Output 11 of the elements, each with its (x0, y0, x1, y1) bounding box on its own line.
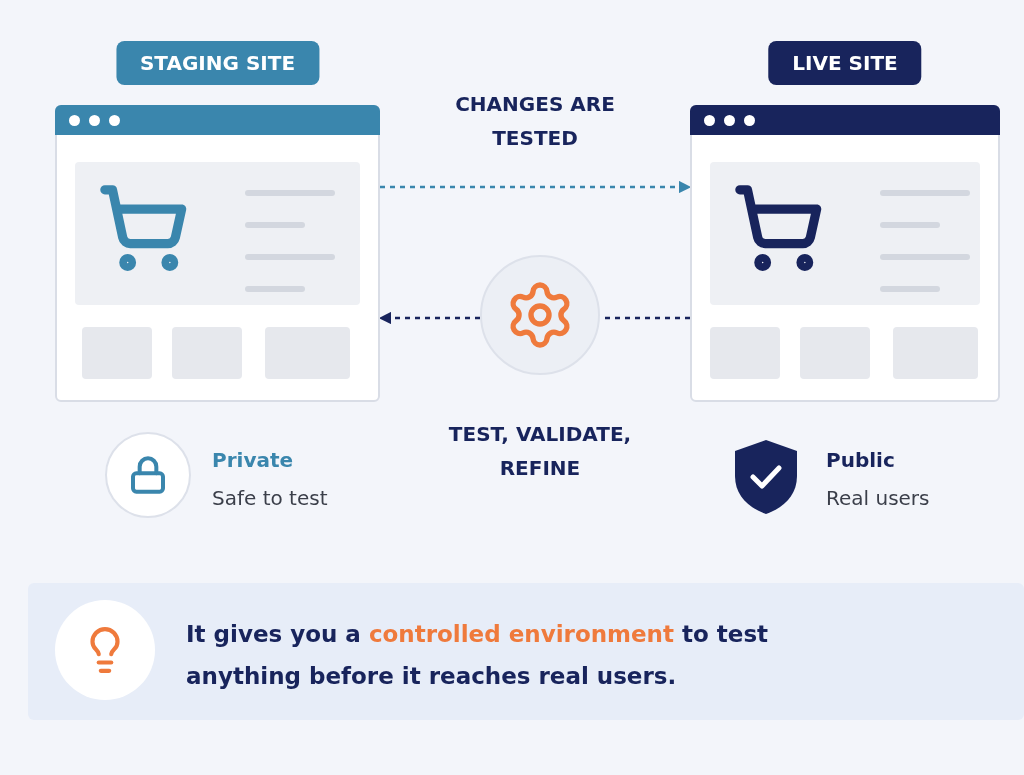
status-note: Safe to test (212, 486, 328, 510)
dashed-arrow (378, 311, 480, 325)
site-heading: LIVE SITE (768, 41, 922, 85)
site-heading: STAGING SITE (115, 41, 320, 85)
dashed-arrow (380, 180, 692, 194)
status-note: Real users (826, 486, 930, 510)
tip-banner (28, 583, 1024, 720)
status-title: Public (826, 448, 895, 472)
tip-text: It gives you a controlled environment to test anything before it reaches real users. (186, 620, 770, 691)
status-title: Private (212, 448, 294, 472)
step-caption: TEST, VALIDATE, REFINE (447, 421, 633, 482)
